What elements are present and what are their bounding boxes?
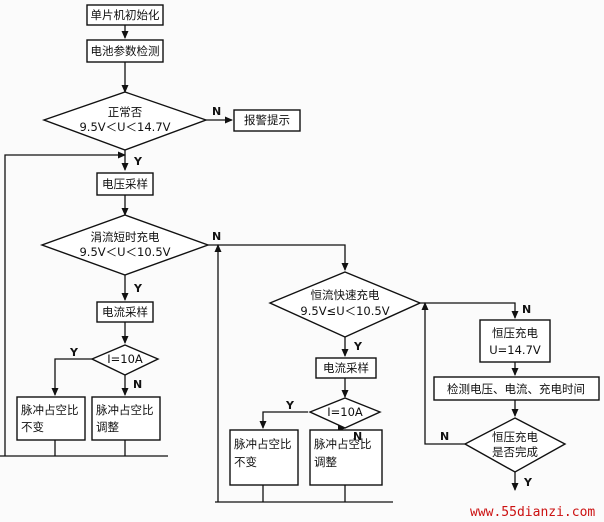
- node-cv-done-decision: 恒压充电 是否完成: [463, 417, 567, 473]
- alarm-text: 报警提示: [244, 113, 290, 127]
- cv-done-q-line2: 是否完成: [492, 445, 538, 459]
- i-check-1-text: I=10A: [107, 352, 143, 366]
- node-current-sample-2: 电流采样: [315, 357, 377, 379]
- cv-charge-line1: 恒压充电: [492, 326, 538, 340]
- pulse-adjust-2-line1: 脉冲占空比: [314, 437, 372, 451]
- node-alarm: 报警提示: [233, 109, 301, 132]
- node-cv-charge: 恒压充电 U=14.7V: [479, 319, 551, 363]
- node-battery-check: 电池参数检测: [86, 39, 164, 63]
- cv-done-q-line1: 恒压充电: [492, 430, 538, 444]
- node-mcu-init: 单片机初始化: [86, 4, 164, 26]
- node-current-check-1: I=10A: [90, 344, 160, 376]
- current-sample-2-text: 电流采样: [323, 361, 369, 375]
- node-pulse-adjust-2: 脉冲占空比 调整: [309, 429, 383, 486]
- trickle-q-line2: 9.5V＜U＜10.5V: [79, 245, 170, 259]
- watermark-text: www.55dianzi.com: [470, 505, 595, 520]
- label-normal-yes: Y: [133, 155, 143, 168]
- normal-q-line1: 正常否: [108, 105, 143, 119]
- node-current-check-2: I=10A: [308, 397, 382, 429]
- node-pulse-keep-1: 脉冲占空比 不变: [16, 396, 86, 441]
- label-cvdone-no: N: [440, 430, 449, 443]
- pulse-keep-1-line1: 脉冲占空比: [21, 403, 79, 417]
- node-trickle-decision: 涓流短时充电 9.5V＜U＜10.5V: [39, 214, 211, 276]
- node-normal-decision: 正常否 9.5V＜U＜14.7V: [41, 91, 209, 151]
- label-trickle-yes: Y: [133, 282, 143, 295]
- i-check-2-text: I=10A: [327, 405, 363, 419]
- normal-q-line2: 9.5V＜U＜14.7V: [79, 120, 170, 134]
- label-i1-yes: Y: [69, 346, 79, 359]
- node-detect: 检测电压、电流、充电时间: [433, 376, 600, 401]
- node-voltage-sample: 电压采样: [96, 172, 154, 196]
- label-i2-yes: Y: [285, 399, 295, 412]
- pulse-adjust-1-line2: 调整: [96, 420, 119, 434]
- branch-labels: N Y N Y Y N Y Y N N N Y: [69, 105, 533, 489]
- label-fast-yes: Y: [353, 340, 363, 353]
- current-sample-1-text: 电流采样: [102, 305, 148, 319]
- label-i1-no: N: [133, 378, 142, 391]
- connectors: [0, 25, 519, 503]
- node-pulse-keep-2: 脉冲占空比 不变: [229, 429, 299, 486]
- label-i2-no: N: [353, 430, 362, 443]
- pulse-keep-2-line1: 脉冲占空比: [234, 437, 292, 451]
- detect-text: 检测电压、电流、充电时间: [447, 382, 585, 396]
- label-fast-no: N: [522, 303, 531, 316]
- pulse-keep-2-line2: 不变: [234, 455, 257, 469]
- voltage-sample-text: 电压采样: [102, 177, 148, 191]
- node-current-sample-1: 电流采样: [96, 301, 154, 323]
- pulse-keep-1-line2: 不变: [21, 420, 44, 434]
- label-trickle-no: N: [212, 230, 221, 243]
- pulse-adjust-1-line1: 脉冲占空比: [96, 403, 154, 417]
- mcu-init-text: 单片机初始化: [91, 8, 160, 22]
- label-cvdone-yes: Y: [523, 476, 533, 489]
- node-pulse-adjust-1: 脉冲占空比 调整: [91, 396, 161, 441]
- fast-q-line2: 9.5V≤U＜10.5V: [300, 304, 389, 318]
- trickle-q-line1: 涓流短时充电: [91, 230, 160, 244]
- pulse-adjust-2-line2: 调整: [314, 455, 337, 469]
- cv-charge-line2: U=14.7V: [489, 343, 541, 357]
- battery-check-text: 电池参数检测: [91, 44, 160, 58]
- fast-q-line1: 恒流快速充电: [311, 288, 380, 302]
- label-normal-no: N: [212, 105, 221, 118]
- node-fast-decision: 恒流快速充电 9.5V≤U＜10.5V: [268, 271, 422, 338]
